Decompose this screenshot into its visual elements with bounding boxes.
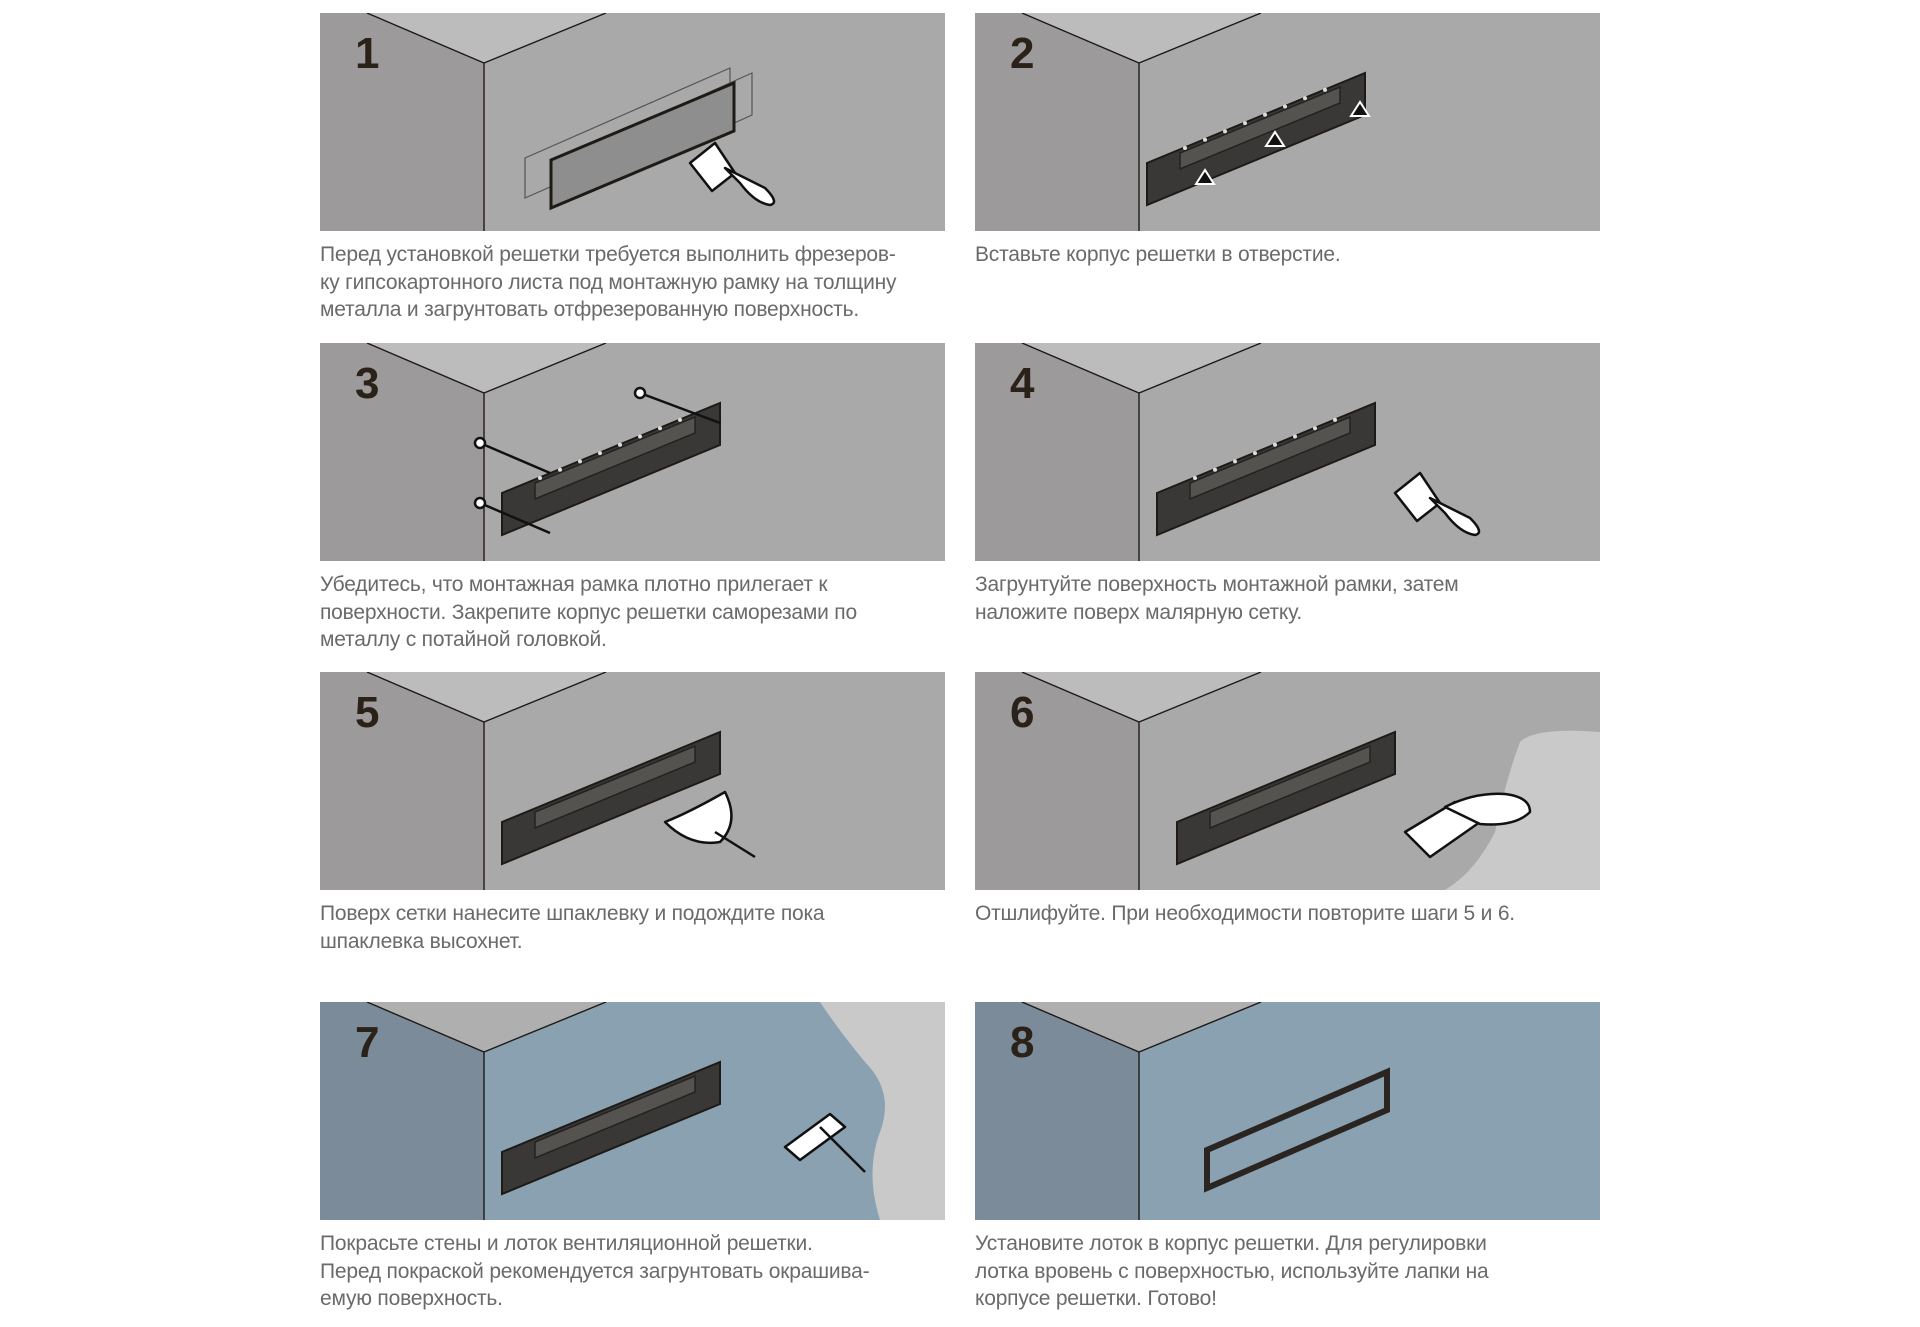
step-illustration: 7 xyxy=(320,1002,945,1220)
insert-arrow-icon xyxy=(1349,100,1371,117)
screw-hole xyxy=(1193,476,1197,480)
screw-hole xyxy=(1293,434,1297,439)
screw-hole xyxy=(1323,87,1327,92)
step-number: 3 xyxy=(355,359,379,408)
screw-hole xyxy=(538,476,542,480)
screw-hole xyxy=(1203,137,1207,142)
grille-tray xyxy=(1204,1067,1390,1193)
step-description: Загрунтуйте поверхность монтажной рамки,… xyxy=(975,571,1615,626)
step-description: Поверх сетки нанесите шпаклевку и подожд… xyxy=(320,900,960,955)
description-line: поверхности. Закрепите корпус решетки са… xyxy=(320,600,857,624)
screw-hole xyxy=(1183,146,1187,150)
screw-hole xyxy=(1313,426,1317,431)
screw-hole xyxy=(1333,417,1337,422)
ceiling xyxy=(367,343,606,393)
step-illustration: 8 xyxy=(975,1002,1600,1220)
screw-hole xyxy=(638,434,642,439)
screw-icon xyxy=(479,501,551,535)
screw-head-icon xyxy=(473,436,487,450)
grille-slot xyxy=(534,1074,696,1160)
description-line: Поверх сетки нанесите шпаклевку и подожд… xyxy=(320,902,825,925)
screw-hole xyxy=(598,451,602,456)
step-description: Покрасьте стены и лоток вентиляционной р… xyxy=(320,1230,960,1313)
step-number: 1 xyxy=(355,29,379,78)
description-line: Покрасьте стены и лоток вентиляционной р… xyxy=(320,1232,813,1255)
screw-hole xyxy=(1273,442,1277,447)
grille-slot xyxy=(1179,85,1341,171)
step-number: 2 xyxy=(1010,29,1034,78)
insert-arrow-icon xyxy=(1194,168,1216,185)
ceiling xyxy=(1022,1002,1261,1052)
description-line: ку гипсокартонного листа под монтажную р… xyxy=(320,270,897,294)
screw-hole xyxy=(1243,121,1247,126)
step-number: 8 xyxy=(1010,1018,1034,1067)
step-description: Отшлифуйте. При необходимости повторите … xyxy=(975,900,1615,928)
insert-arrow-icon xyxy=(1264,130,1286,147)
brush-icon xyxy=(688,141,776,207)
ceiling xyxy=(1022,13,1261,63)
description-line: Вставьте корпус решетки в отверстие. xyxy=(975,243,1341,266)
ceiling xyxy=(367,672,606,722)
roller-icon xyxy=(783,1112,866,1173)
description-line: Перед установкой решетки требуется выпол… xyxy=(320,243,896,266)
screw-hole xyxy=(1263,112,1267,117)
description-line: металлу с потайной головкой. xyxy=(320,628,607,651)
ceiling xyxy=(1022,672,1261,722)
description-line: корпусе решетки. Готово! xyxy=(975,1287,1217,1310)
step-description: Убедитесь, что монтажная рамка плотно пр… xyxy=(320,571,960,654)
step-illustration: 6 xyxy=(975,672,1600,890)
step-number: 5 xyxy=(355,688,379,737)
step-illustration: 2 xyxy=(975,13,1600,231)
description-line: Установите лоток в корпус решетки. Для р… xyxy=(975,1232,1487,1255)
ceiling xyxy=(367,13,606,63)
step-illustration: 1 xyxy=(320,13,945,231)
screw-head-icon xyxy=(473,496,487,510)
screw-icon xyxy=(479,441,551,475)
screw-hole xyxy=(678,417,682,422)
description-line: емую поверхность. xyxy=(320,1287,503,1310)
description-line: наложите поверх малярную сетку. xyxy=(975,600,1302,624)
grille-slot xyxy=(1189,415,1351,501)
step-illustration: 4 xyxy=(975,343,1600,561)
screw-hole xyxy=(1233,459,1237,464)
step-illustration: 5 xyxy=(320,672,945,890)
description-line: Убедитесь, что монтажная рамка плотно пр… xyxy=(320,573,828,596)
screw-hole xyxy=(658,426,662,431)
screw-hole xyxy=(1223,129,1227,134)
ceiling xyxy=(1022,343,1261,393)
screw-hole xyxy=(578,459,582,464)
step-description: Установите лоток в корпус решетки. Для р… xyxy=(975,1230,1615,1313)
screw-hole xyxy=(1283,104,1287,109)
grille-slot xyxy=(1209,744,1371,830)
screws-icon xyxy=(473,386,721,535)
description-line: Перед покраской рекомендуется загрунтова… xyxy=(320,1259,870,1283)
screw-head-icon xyxy=(633,386,647,400)
screw-hole xyxy=(558,467,562,472)
description-line: шпаклевка высохнет. xyxy=(320,929,523,953)
step-illustration: 3 xyxy=(320,343,945,561)
screw-icon xyxy=(639,391,721,425)
description-line: лотка вровень с поверхностью, используйт… xyxy=(975,1259,1489,1283)
spatula-icon xyxy=(663,790,756,859)
step-number: 4 xyxy=(1010,359,1035,408)
screw-hole xyxy=(1253,451,1257,456)
screw-hole xyxy=(1303,96,1307,101)
opening xyxy=(549,80,736,211)
sander-icon xyxy=(1403,792,1532,859)
description-line: металла и загрунтовать отфрезерованную п… xyxy=(320,298,860,321)
ceiling xyxy=(367,1002,606,1052)
grille-slot xyxy=(534,744,696,830)
screw-hole xyxy=(618,442,622,447)
description-line: Загрунтуйте поверхность монтажной рамки,… xyxy=(975,573,1459,596)
screw-hole xyxy=(1213,467,1217,472)
step-description: Перед установкой решетки требуется выпол… xyxy=(320,241,960,324)
step-number: 7 xyxy=(355,1018,379,1067)
unpainted-patch xyxy=(820,1002,945,1220)
grille-slot xyxy=(534,415,696,501)
brush-icon xyxy=(1393,471,1481,537)
description-line: Отшлифуйте. При необходимости повторите … xyxy=(975,902,1515,925)
step-description: Вставьте корпус решетки в отверстие. xyxy=(975,241,1615,269)
step-number: 6 xyxy=(1010,688,1034,737)
